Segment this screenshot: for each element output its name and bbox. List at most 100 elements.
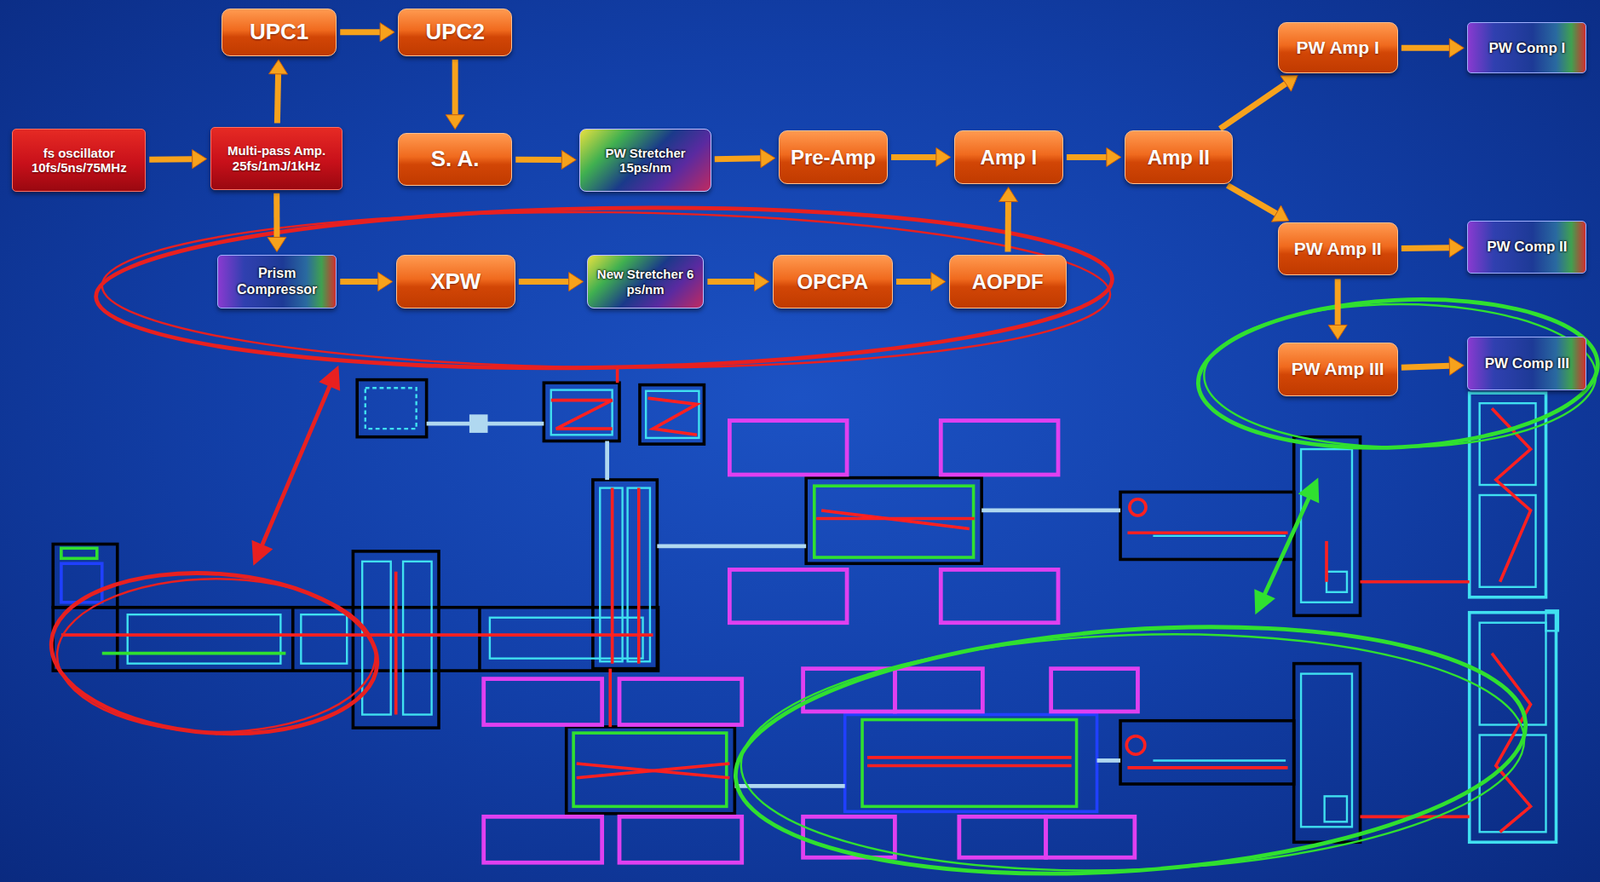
process-box: OPCPA <box>772 254 893 308</box>
optic-mount <box>1300 448 1353 603</box>
highlight-ellipse-green <box>1264 496 1310 596</box>
beam-pipe <box>471 416 486 432</box>
process-box: Pre-Amp <box>778 130 888 184</box>
optic-mount <box>1152 535 1286 537</box>
optic-mount <box>1300 673 1353 828</box>
optic-mount <box>1152 759 1286 761</box>
chamber-outline <box>61 563 1098 812</box>
compressor-box: PW Comp I <box>1467 22 1587 74</box>
optical-table <box>477 607 482 671</box>
flow-arrow <box>445 59 465 130</box>
arrow-shaft <box>896 278 932 285</box>
highlight-ellipse-green <box>1301 481 1317 500</box>
amplifier-chamber <box>102 651 287 656</box>
arrow-head <box>561 150 576 170</box>
optic-mount <box>551 390 613 436</box>
pump-laser <box>483 816 603 863</box>
optical-table <box>805 477 982 565</box>
flow-arrow <box>891 147 951 167</box>
beam-pipe <box>734 783 845 789</box>
chamber-outline <box>845 714 1098 812</box>
pump-laser <box>619 816 743 863</box>
amplifier-chamber <box>862 719 1077 807</box>
optic-mount <box>402 561 432 715</box>
laser-beam <box>1324 541 1329 582</box>
flow-arrow <box>149 149 207 169</box>
optical-table <box>356 379 426 438</box>
flow-arrow <box>1328 278 1347 340</box>
box-label: AOPDF <box>972 270 1044 294</box>
source-box: Multi-pass Amp. 25fs/1mJ/1kHz <box>210 126 344 190</box>
compressor-box: PW Comp III <box>1467 336 1587 390</box>
pump-laser <box>1051 668 1139 712</box>
flow-arrow <box>1220 74 1298 129</box>
arrow-head <box>1449 38 1464 58</box>
arrow-shaft <box>891 154 937 161</box>
pump-laser <box>729 420 847 475</box>
highlight-ellipse-green <box>1256 592 1272 611</box>
arrow-shaft <box>1066 154 1107 161</box>
arrow-head <box>445 115 465 130</box>
arrow-shaft <box>515 156 562 163</box>
beam-pipe <box>426 416 1121 787</box>
pump-laser <box>940 569 1059 622</box>
flow-arrow <box>518 272 584 292</box>
highlight-ellipse-green <box>736 621 1529 882</box>
arrow-shaft <box>452 59 459 116</box>
laser-beam <box>394 571 398 715</box>
arrow-head <box>192 149 208 169</box>
box-label: Pre-Amp <box>790 145 876 170</box>
box-label: XPW <box>430 269 481 295</box>
flow-arrow <box>1401 238 1464 258</box>
amplifier-chamber <box>61 547 98 559</box>
arrow-head <box>1328 324 1347 340</box>
arrow-head <box>1280 74 1298 92</box>
arrow-shaft <box>339 278 378 285</box>
box-label: Amp I <box>980 145 1038 170</box>
beam-pipe <box>1097 758 1122 763</box>
box-label: Amp II <box>1147 145 1210 170</box>
highlight-ellipse-green <box>727 289 1600 882</box>
process-box: Amp II <box>1124 130 1233 184</box>
pump-laser <box>959 816 1047 858</box>
laser-beam <box>867 755 1072 760</box>
optic-mount <box>1326 571 1347 593</box>
flow-arrow <box>714 149 776 168</box>
arrow-shaft <box>1220 83 1286 129</box>
optical-table <box>52 607 658 671</box>
arrow-shaft <box>518 278 570 285</box>
source-box: fs oscillator 10fs/5ns/75MHz <box>11 128 146 192</box>
highlight-ellipse-red <box>57 578 376 732</box>
optical-table <box>1120 720 1295 784</box>
laser-beam <box>1127 765 1288 770</box>
highlight-ellipse-green <box>727 602 1535 882</box>
optic-mount <box>365 387 417 429</box>
highlight-ellipse-red <box>46 562 383 744</box>
laser-beam <box>821 510 970 530</box>
optical-table <box>1120 491 1295 559</box>
process-box: XPW <box>396 254 516 308</box>
box-label: OPCPA <box>797 270 870 294</box>
process-box: AOPDF <box>949 254 1067 308</box>
optical-table <box>291 607 295 671</box>
laser-beam <box>637 488 641 664</box>
arrow-head <box>760 149 776 168</box>
arrow-head <box>379 23 395 42</box>
laser-beam <box>615 367 620 383</box>
laser-beam <box>1127 531 1288 536</box>
chamber-outline <box>61 563 103 603</box>
optical-table <box>566 726 736 814</box>
optical-table <box>1294 663 1361 843</box>
arrow-shaft <box>707 278 754 285</box>
flow-arrow <box>896 272 946 292</box>
highlight-ellipse-red <box>322 369 339 388</box>
highlight-ellipse-red <box>253 543 270 562</box>
pump-laser <box>940 420 1059 475</box>
pump-laser <box>619 679 743 726</box>
flow-arrow <box>515 150 576 170</box>
flow-arrow <box>339 272 392 292</box>
process-box: PW Amp I <box>1277 22 1399 74</box>
beam-pipe <box>604 441 610 481</box>
flow-arrow <box>339 23 395 42</box>
